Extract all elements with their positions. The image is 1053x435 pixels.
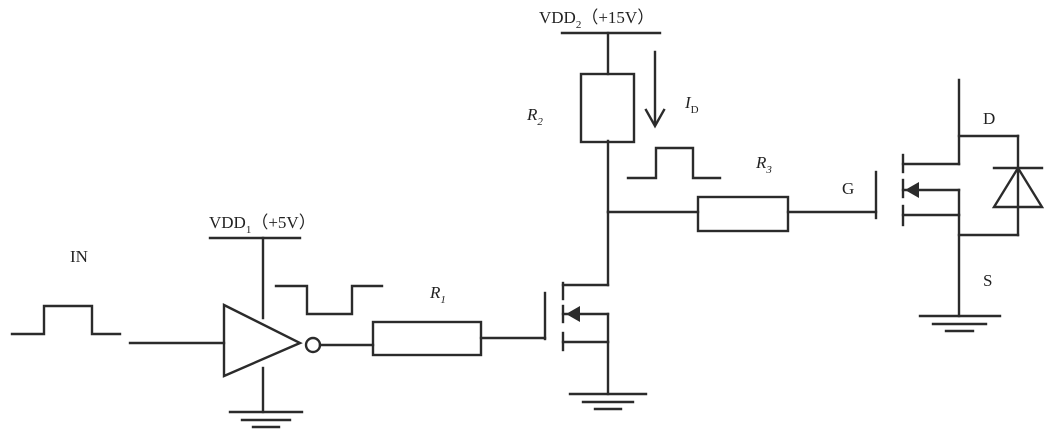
resistor-r3: [696, 195, 790, 233]
label-in: IN: [70, 247, 88, 266]
driver-mosfet-arrow: [566, 306, 580, 322]
inverter-ground-symbol: [228, 410, 304, 429]
power-mosfet-arrow: [905, 182, 919, 198]
power-ground-symbol: [918, 314, 1002, 333]
label-gate: G: [842, 179, 854, 198]
driver-mosfet: [543, 281, 610, 352]
driver-ground-symbol: [568, 392, 648, 411]
label-r3: R3: [755, 153, 772, 176]
label-vdd1: VDD1（+5V）: [209, 213, 316, 236]
label-r1: R1: [429, 283, 446, 306]
label-id: ID: [684, 93, 699, 116]
inverter-triangle: [222, 303, 303, 378]
resistor-r2: [579, 72, 636, 144]
current-arrow-id: [644, 50, 666, 129]
inverter-output-waveform: [274, 284, 384, 316]
label-drain: D: [983, 109, 995, 128]
power-mosfet: [874, 153, 961, 227]
label-vdd2: VDD2（+15V）: [539, 8, 654, 31]
drain-pulse-waveform: [626, 146, 722, 180]
input-pulse-waveform: [10, 304, 122, 336]
inverter-bubble: [304, 336, 322, 354]
body-diode: [991, 165, 1045, 209]
label-source: S: [983, 271, 992, 290]
label-r2: R2: [526, 105, 543, 128]
resistor-r1: [371, 320, 483, 357]
